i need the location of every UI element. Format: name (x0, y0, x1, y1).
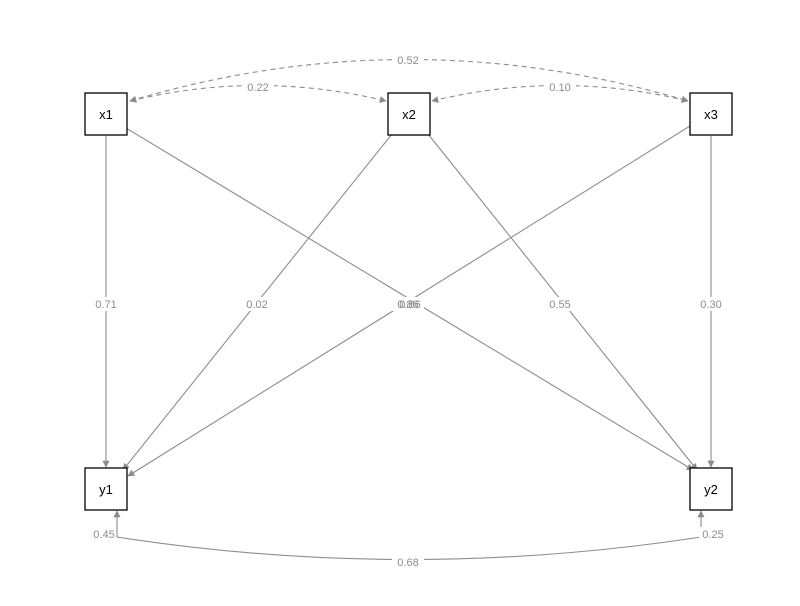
node-y2: y2 (689, 467, 733, 511)
path-label-x2-y1: 0.02 (241, 297, 273, 311)
residual-label-text: 0.25 (702, 529, 723, 541)
node-label: x1 (99, 107, 113, 122)
node-x2: x2 (387, 92, 431, 136)
residual-labels: 0.45 0.25 (90, 527, 727, 541)
path-label-text: 0.30 (700, 299, 721, 311)
path-label-text: 0.86 (399, 299, 420, 311)
residual-label-y2: 0.25 (699, 527, 727, 541)
path-label-text: 0.02 (246, 299, 267, 311)
path-label-x2-y2: 0.55 (544, 297, 576, 311)
path-labels: 0.71 0.02 0.86 0.86 0.55 0.30 (90, 297, 727, 311)
node-x1: x1 (84, 92, 128, 136)
path-label-text: 0.71 (95, 299, 116, 311)
covariance-label-text: 0.10 (549, 82, 570, 94)
residual-label-text: 0.45 (93, 529, 114, 541)
node-label: y1 (99, 482, 113, 497)
covariance-label-x1-x2: 0.22 (242, 80, 274, 94)
covariance-label-text: 0.52 (397, 55, 418, 67)
covariance-label-y1-y2: 0.68 (392, 555, 424, 569)
residual-label-y1: 0.45 (90, 527, 116, 541)
covariance-label-x2-x3: 0.10 (544, 80, 576, 94)
path-label-x1-y1: 0.71 (90, 297, 122, 311)
path-label-text: 0.55 (549, 299, 570, 311)
nodes: x1 x2 x3 y1 y2 (84, 92, 733, 511)
covariance-edge-y1-y2 (113, 510, 705, 561)
path-label-text: 0.86 (397, 299, 418, 311)
covariance-label-text: 0.68 (397, 557, 418, 569)
path-label-x1-y2: 0.86 (392, 297, 424, 311)
covariance-label-text: 0.22 (247, 82, 268, 94)
covariance-labels: 0.52 0.22 0.10 0.68 (242, 53, 576, 569)
path-label-x3-y2: 0.30 (695, 297, 727, 311)
covariance-label-x1-x3: 0.52 (392, 53, 424, 67)
node-y1: y1 (84, 467, 128, 511)
node-label: x2 (402, 107, 416, 122)
node-label: y2 (704, 482, 718, 497)
node-label: x3 (704, 107, 718, 122)
path-label-x3-y1: 0.86 (399, 299, 420, 311)
node-x3: x3 (689, 92, 733, 136)
